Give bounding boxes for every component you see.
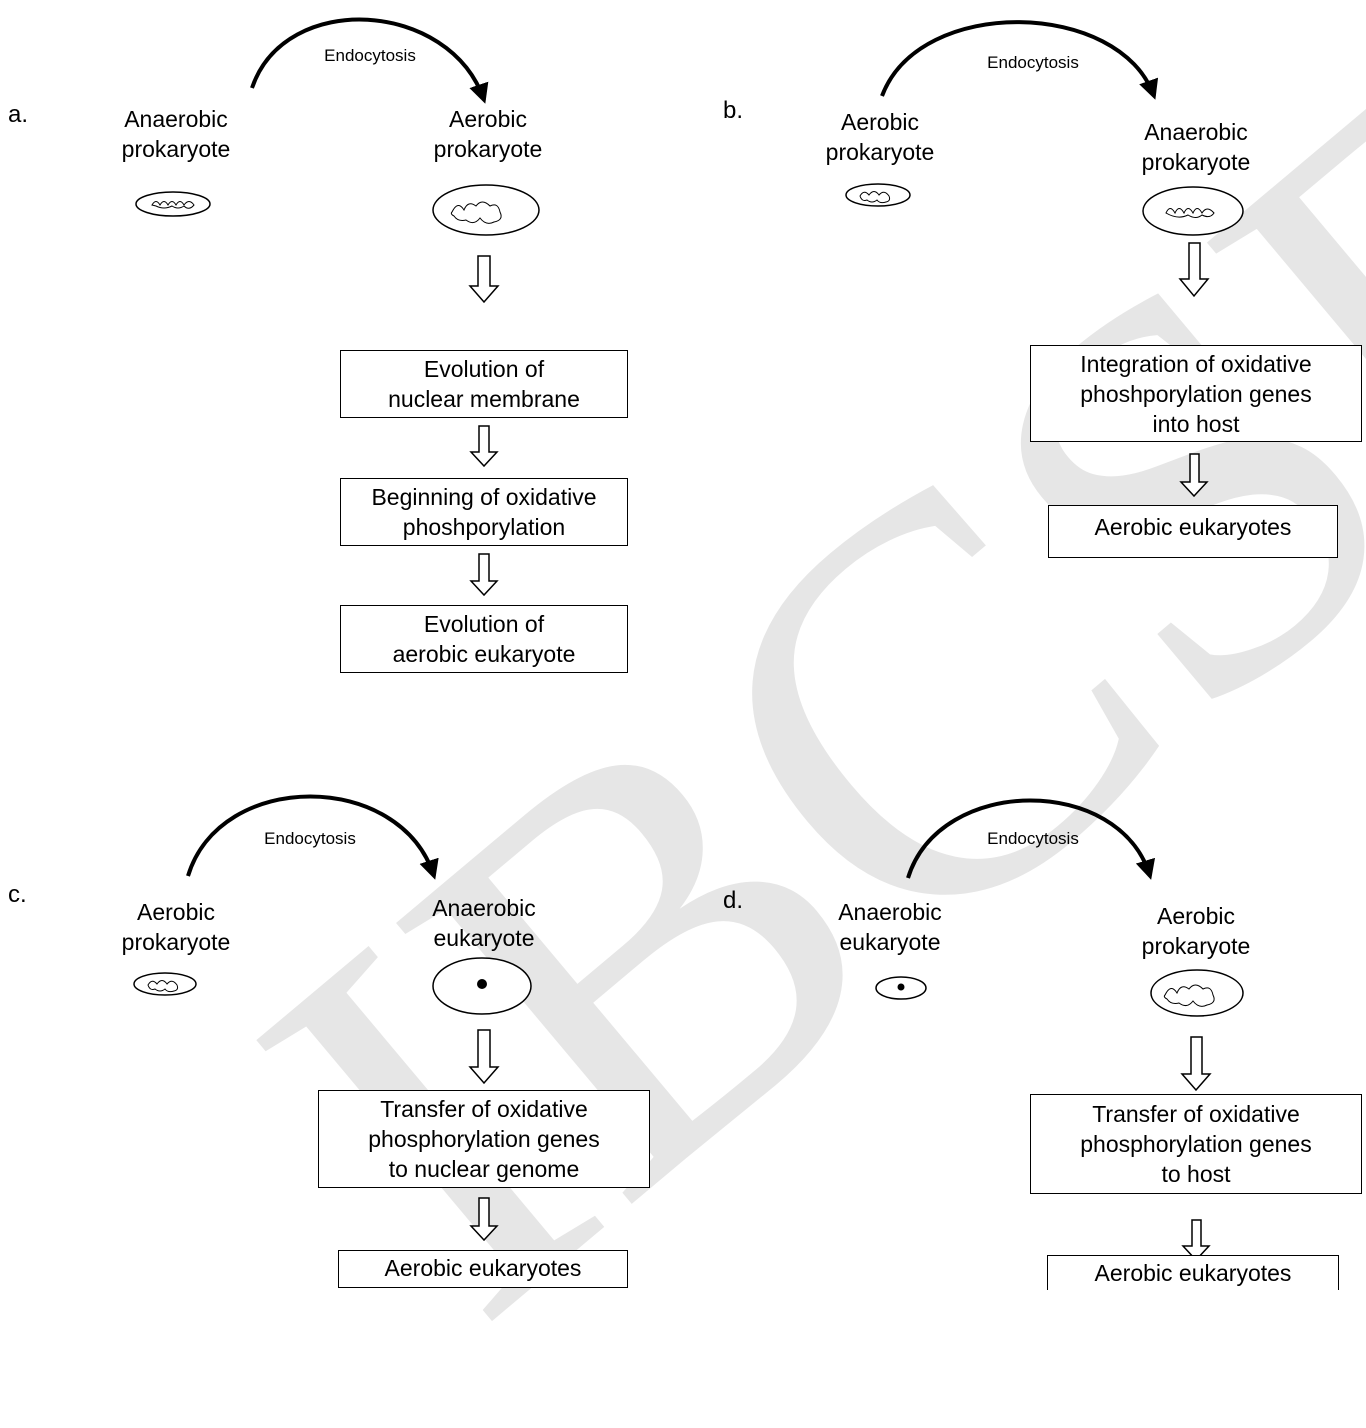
cell-right-label-d: Aerobic prokaryote <box>1141 903 1251 959</box>
cell-anaerobic-prokaryote-b <box>1142 186 1244 236</box>
down-arrow-a3 <box>469 553 499 597</box>
cell-anaerobic-eukaryote-d <box>875 976 927 1000</box>
panel-label-d: d. <box>723 887 744 914</box>
endocytosis-arrow-a <box>250 17 489 104</box>
endocytosis-arrow-c <box>186 794 439 880</box>
cell-aerobic-prokaryote-c <box>133 972 197 996</box>
cell-right-label-c: Anaerobic eukaryote <box>432 895 536 951</box>
panel-label-c: c. <box>8 881 27 908</box>
panel-label-a: a. <box>8 101 29 128</box>
down-arrow-d2 <box>1181 1219 1211 1262</box>
box-c-2: Aerobic eukaryotes <box>338 1250 628 1288</box>
cell-anaerobic-eukaryote-c <box>432 957 532 1015</box>
endocytosis-label-c: Endocytosis <box>264 829 356 848</box>
box-b-2: Aerobic eukaryotes <box>1048 505 1338 558</box>
down-arrow-a1 <box>468 255 500 304</box>
down-arrow-d1 <box>1180 1036 1212 1092</box>
down-arrow-c1 <box>468 1029 500 1085</box>
cell-aerobic-prokaryote-a <box>432 184 540 236</box>
box-c-1: Transfer of oxidative phosphorylation ge… <box>318 1090 650 1188</box>
box-d-2: Aerobic eukaryotes <box>1047 1255 1339 1290</box>
panel-label-b: b. <box>723 97 744 124</box>
cell-left-label-b: Aerobic prokaryote <box>825 109 935 165</box>
box-a-1: Evolution of nuclear membrane <box>340 350 628 418</box>
cell-left-label-a: Anaerobic prokaryote <box>121 106 231 162</box>
endocytosis-arrow-d <box>906 798 1156 880</box>
endocytosis-label-d: Endocytosis <box>987 829 1079 848</box>
down-arrow-b2 <box>1179 453 1209 498</box>
cell-anaerobic-prokaryote-a <box>135 191 211 217</box>
down-arrow-b1 <box>1178 242 1210 298</box>
endocytosis-label-a: Endocytosis <box>324 46 416 65</box>
box-a-2: Beginning of oxidative phoshporylation <box>340 478 628 546</box>
diagram-canvas <box>133 17 1244 1262</box>
cell-right-label-b: Anaerobic prokaryote <box>1141 119 1251 175</box>
cell-left-label-c: Aerobic prokaryote <box>121 899 231 955</box>
endocytosis-label-b: Endocytosis <box>987 53 1079 72</box>
box-b-1: Integration of oxidative phoshporylation… <box>1030 345 1362 442</box>
box-d-1: Transfer of oxidative phosphorylation ge… <box>1030 1094 1362 1194</box>
endocytosis-arrow-b <box>880 20 1159 100</box>
cell-right-label-a: Aerobic prokaryote <box>433 106 543 162</box>
down-arrow-a2 <box>469 425 499 468</box>
cell-aerobic-prokaryote-d <box>1150 969 1244 1017</box>
down-arrow-c2 <box>469 1197 499 1242</box>
cell-left-label-d: Anaerobic eukaryote <box>838 899 942 955</box>
box-a-3: Evolution of aerobic eukaryote <box>340 605 628 673</box>
cell-aerobic-prokaryote-b <box>845 183 911 207</box>
